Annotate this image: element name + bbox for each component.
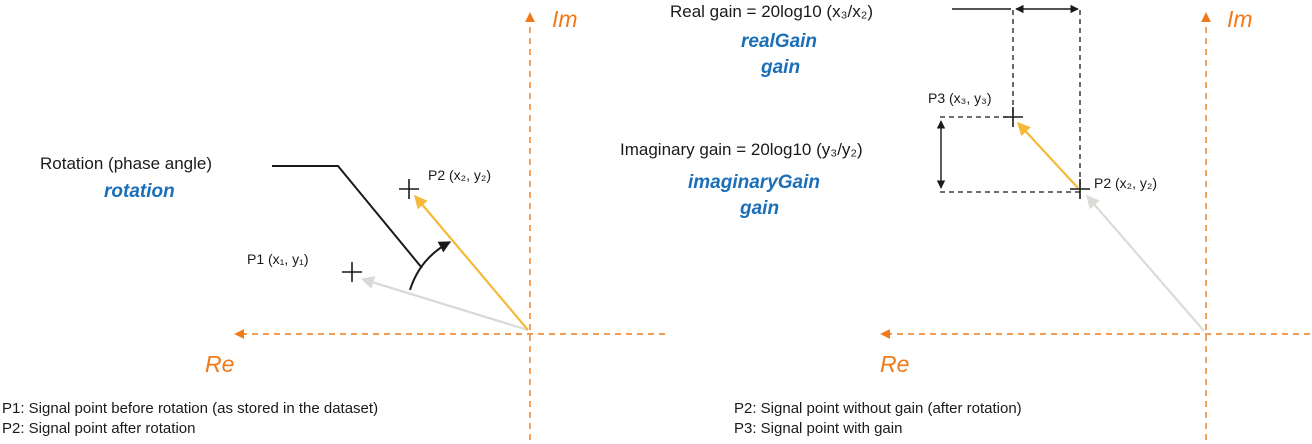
rotation-arc [409,241,452,291]
left-note-p1: P1: Signal point before rotation (as sto… [2,400,378,417]
p2-right-label: P2 (x₂, y₂) [1094,175,1157,191]
p3-label: P3 (x₃, y₃) [928,90,992,106]
p1-marker [342,262,362,282]
left-panel: Im Re Rotation (phase angle) rotation P1… [2,6,665,440]
left-re-label: Re [205,351,234,377]
imag-gain-property: imaginaryGain [688,172,820,193]
gain-guides [940,10,1081,193]
p2-nogain-vector [1086,195,1205,332]
right-note-p2: P2: Signal point without gain (after rot… [734,400,1022,417]
p1-vector [360,276,529,332]
left-im-label: Im [552,6,578,32]
p2-vector [414,194,529,331]
real-gain-label: Real gain = 20log10 (x₃/x₂) [670,2,873,21]
p2-marker [399,179,419,199]
p2-right-marker [1070,179,1090,199]
real-gain-alias: gain [760,57,800,78]
imag-gain-alias: gain [739,198,779,219]
p3-vector [1017,122,1079,189]
left-note-p2: P2: Signal point after rotation [2,420,195,437]
right-note-p3: P3: Signal point with gain [734,420,902,437]
p3-marker [1003,107,1023,127]
p1-label: P1 (x₁, y₁) [247,251,309,267]
rotation-leader-line [272,165,423,269]
p2-label: P2 (x₂, y₂) [428,167,491,183]
rotation-label: Rotation (phase angle) [40,154,212,173]
rotation-property: rotation [104,181,175,202]
real-gain-property: realGain [741,31,817,52]
right-panel: Im Re Real gain = 20log10 (x₃/x₂) realGa… [620,2,1310,440]
right-re-label: Re [880,351,909,377]
imag-gain-label: Imaginary gain = 20log10 (y₃/y₂) [620,140,863,159]
right-im-label: Im [1227,6,1253,32]
